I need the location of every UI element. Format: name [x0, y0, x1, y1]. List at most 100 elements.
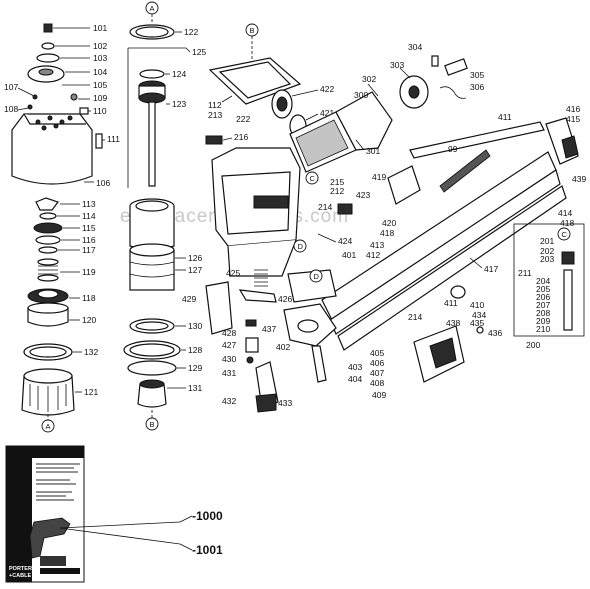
svg-text:B: B — [250, 26, 255, 35]
label-116: 116 — [82, 235, 96, 245]
label-421: 421 — [320, 108, 334, 118]
label-401: 401 — [342, 250, 356, 260]
part-411-follower-rail — [409, 121, 545, 159]
label-105: 105 — [93, 80, 107, 90]
part-124 — [139, 69, 165, 79]
part-202-valve — [561, 251, 575, 265]
label-429: 429 — [182, 294, 196, 304]
valve-assembly-box: C 201 202 203 211 204 205 206 207 208 20… — [513, 223, 585, 350]
part-300-end-cap — [335, 91, 393, 151]
label-405: 405 — [370, 348, 384, 358]
label-108: 108 — [4, 104, 18, 114]
part-425-spring — [254, 269, 268, 287]
part-101-screw — [43, 23, 53, 33]
label-127: 127 — [188, 265, 202, 275]
label-402: 402 — [276, 342, 290, 352]
svg-text:D: D — [298, 242, 304, 251]
label-113: 113 — [82, 199, 96, 209]
label-205: 205 — [536, 284, 550, 294]
label-123: 123 — [172, 99, 186, 109]
label-117: 117 — [82, 245, 96, 255]
manual-brand-2: +CABLE — [9, 573, 31, 579]
label-436: 436 — [488, 328, 502, 338]
label-408: 408 — [370, 378, 384, 388]
cap-assembly: 101 102 103 104 105 107 108 109 110 — [4, 23, 120, 433]
label-416: 416 — [566, 104, 580, 114]
ref-marker-b-bottom — [145, 417, 159, 431]
label-121: 121 — [84, 387, 98, 397]
label-111: 111 — [107, 134, 120, 144]
label-407: 407 — [370, 368, 384, 378]
label-102: 102 — [93, 41, 107, 51]
label-215: 215 — [330, 177, 344, 187]
svg-text:D: D — [314, 272, 320, 281]
housing-assembly: B 112 222 213 216 422 421 302 300 301 — [205, 23, 484, 277]
label-201: 201 — [540, 236, 554, 246]
label-411b: 411 — [444, 298, 458, 308]
cylinder-column: A 122 125 124 123 126 127 1 — [123, 1, 206, 431]
label-300: 300 — [354, 90, 368, 100]
label-301: 301 — [366, 146, 380, 156]
label-1001: -1001 — [192, 543, 223, 557]
manual-booklet: PORTER +CABLE -1000 -1001 — [5, 445, 223, 583]
label-101: 101 — [93, 23, 107, 33]
label-431: 431 — [222, 368, 236, 378]
label-417: 417 — [484, 264, 498, 274]
label-129: 129 — [188, 363, 202, 373]
label-109: 109 — [93, 93, 107, 103]
nose-assembly: D 402 425 426 429 437 428 427 430 431 43… — [182, 268, 337, 413]
label-418: 418 — [560, 218, 574, 228]
label-211: 211 — [518, 268, 532, 278]
valve-box-outline — [513, 223, 585, 337]
label-212: 212 — [330, 186, 344, 196]
label-128: 128 — [188, 345, 202, 355]
part-valve-stem — [563, 269, 573, 331]
label-99: 99 — [448, 144, 458, 154]
label-419: 419 — [372, 172, 386, 182]
label-210: 210 — [536, 324, 550, 334]
label-412: 412 — [366, 250, 380, 260]
label-107: 107 — [4, 82, 18, 92]
label-222: 222 — [236, 114, 250, 124]
svg-text:C: C — [562, 230, 568, 239]
part-419 — [387, 165, 421, 205]
label-114: 114 — [82, 211, 96, 221]
label-208: 208 — [536, 308, 550, 318]
ref-marker-c-right — [557, 227, 571, 241]
label-422: 422 — [320, 84, 334, 94]
label-122: 122 — [184, 27, 198, 37]
label-131: 131 — [188, 383, 202, 393]
svg-text:B: B — [150, 420, 155, 429]
svg-text:A: A — [150, 4, 155, 13]
label-104: 104 — [93, 67, 107, 77]
ref-marker-a-bottom — [41, 419, 55, 433]
label-439: 439 — [572, 174, 586, 184]
label-206: 206 — [536, 292, 550, 302]
label-207: 207 — [536, 300, 550, 310]
label-213: 213 — [208, 110, 222, 120]
label-438: 438 — [446, 318, 460, 328]
label-203: 203 — [540, 254, 554, 264]
part-magazine-rail — [321, 151, 557, 321]
label-110: 110 — [93, 106, 107, 116]
label-430: 430 — [222, 354, 236, 364]
part-102-washer — [41, 42, 55, 50]
label-420: 420 — [382, 218, 396, 228]
magazine-assembly: 411 99 416 415 439 414 418 419 420 418 4… — [321, 104, 586, 400]
label-1000: -1000 — [192, 509, 223, 523]
ref-marker-c-left — [305, 171, 319, 185]
ref-a-bottom-text: A — [46, 422, 51, 431]
label-433: 433 — [278, 398, 292, 408]
ref-marker-d-lower — [309, 269, 323, 283]
label-302: 302 — [362, 74, 376, 84]
svg-text:C: C — [310, 174, 316, 183]
part-123-driver-blade — [148, 101, 156, 187]
label-119: 119 — [82, 267, 96, 277]
label-214b: 214 — [408, 312, 422, 322]
label-106: 106 — [96, 178, 110, 188]
label-112: 112 — [208, 100, 222, 110]
label-200: 200 — [526, 340, 540, 350]
label-425: 425 — [226, 268, 240, 278]
label-437: 437 — [262, 324, 276, 334]
